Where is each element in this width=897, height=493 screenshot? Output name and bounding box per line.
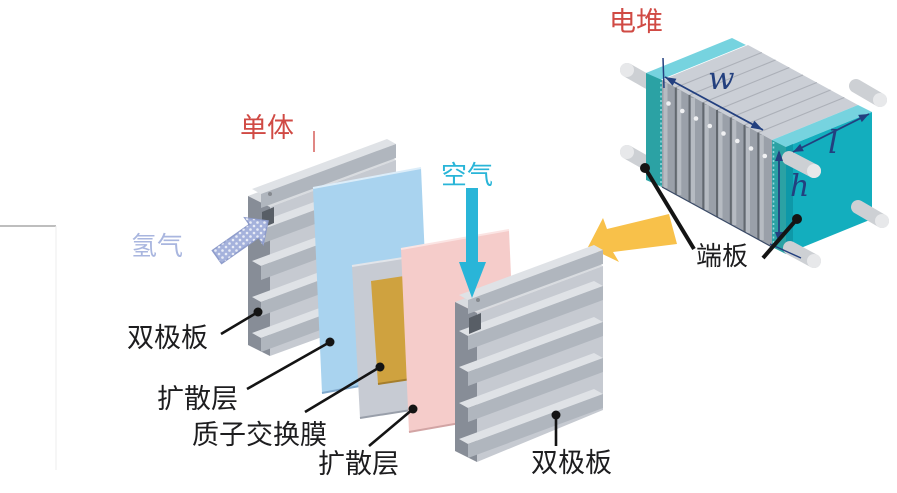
- air-arrow: [459, 188, 486, 298]
- end-plate-label: 端板: [696, 241, 749, 271]
- tie-rod: [620, 63, 655, 171]
- stack-title-label: 电堆: [609, 7, 663, 37]
- end-plate-near-top: [646, 38, 746, 80]
- cell-separators: [674, 87, 760, 240]
- air-label: 空气: [441, 160, 494, 190]
- dimension-lines: [662, 57, 870, 259]
- cell-title-label: 单体: [240, 113, 294, 143]
- diffusion-layer-left-label: 扩散层: [157, 384, 238, 414]
- cell-manifold-holes: [666, 101, 768, 159]
- dimension-l-label: l: [828, 123, 839, 161]
- alignment-hole: [268, 192, 272, 196]
- gas-port-notch: [469, 313, 481, 334]
- explode-arrow: [588, 214, 677, 262]
- alignment-hole: [476, 298, 480, 302]
- dimension-w-label: w: [708, 61, 735, 97]
- exploded-cell: [211, 139, 802, 462]
- end-plate-far-top: [772, 105, 872, 147]
- cells-top-separators: [675, 51, 845, 134]
- diffusion-layer-right-label: 扩散层: [318, 449, 399, 479]
- end-plate-far-face: [786, 112, 872, 254]
- dimension-h-label: h: [790, 169, 810, 204]
- bipolar-plate-left-label: 双极板: [127, 323, 208, 353]
- pointer-lines: [220, 163, 802, 447]
- membrane-label: 质子交换膜: [192, 420, 327, 450]
- dimension-l-line: [792, 113, 870, 153]
- flow-channel-ridges: [459, 245, 603, 458]
- page-edge-artifacts: [0, 131, 315, 470]
- hydrogen-arrow: [211, 216, 269, 265]
- hydrogen-label: 氢气: [131, 231, 184, 261]
- dimension-w-line: [664, 76, 764, 131]
- fuel-cell-stack: [620, 38, 889, 268]
- bipolar-plate-right-label: 双极板: [531, 448, 612, 478]
- end-plate-near-face: [646, 73, 662, 187]
- bipolar-plate-right: [455, 245, 603, 462]
- cell-highlights: [663, 83, 764, 240]
- tie-rod: [782, 79, 889, 268]
